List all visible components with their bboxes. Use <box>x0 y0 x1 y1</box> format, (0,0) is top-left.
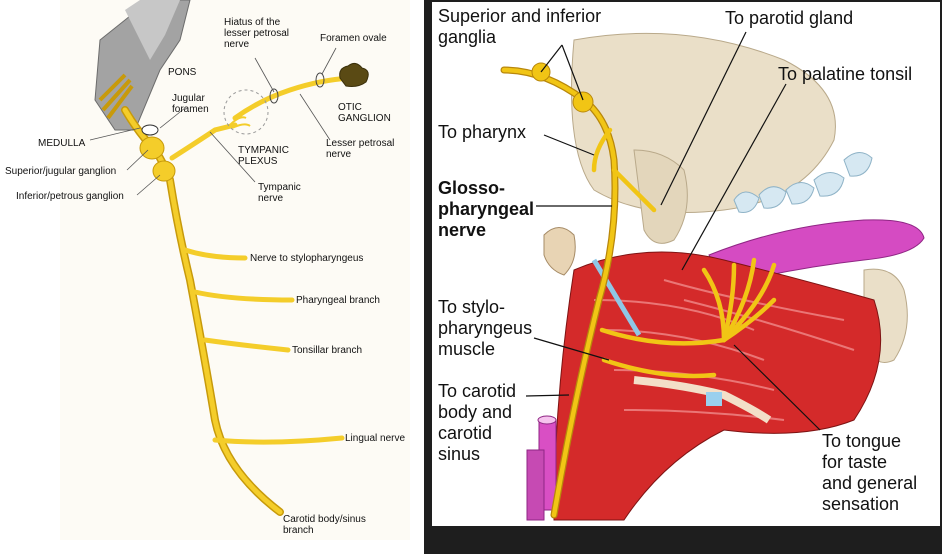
jugular-foramen <box>141 124 159 136</box>
label-to-tongue: To tongue for taste and general sensatio… <box>822 431 918 514</box>
label-tympanic-nerve: Tympanic nerve <box>258 182 301 204</box>
label-to-carotid: To carotid body and carotid sinus <box>438 381 517 464</box>
tympanic-nerve-path <box>169 122 238 161</box>
branch-pharyngeal <box>192 289 295 303</box>
anatomical-panel: Superior and inferior ganglia To parotid… <box>424 0 942 554</box>
label-hiatus: Hiatus of the lesser petrosal nerve <box>224 17 290 50</box>
styloid-process <box>591 258 642 337</box>
label-lingual: Lingual nerve <box>345 433 406 444</box>
label-medulla: MEDULLA <box>38 138 86 149</box>
tympanic-plexus-circle <box>223 89 269 135</box>
branch-tonsillar <box>202 337 291 353</box>
label-foramen-ovale: Foramen ovale <box>320 33 387 44</box>
label-stylopharyngeus: Nerve to stylopharyngeus <box>250 253 364 264</box>
label-tonsillar: Tonsillar branch <box>292 345 363 356</box>
label-to-parotid: To parotid gland <box>725 8 854 28</box>
label-tympanic-plexus: TYMPANIC PLEXUS <box>238 145 289 167</box>
label-pharyngeal: Pharyngeal branch <box>296 295 380 306</box>
branch-lingual <box>212 435 345 445</box>
anatomical-illustration <box>432 2 940 526</box>
ear <box>543 227 576 276</box>
label-otic-ganglion: OTIC GANGLION <box>338 102 391 124</box>
label-lesser-petrosal: Lesser petrosal nerve <box>326 138 395 160</box>
label-to-palatine: To palatine tonsil <box>778 64 913 84</box>
schematic-panel: PONS MEDULLA Jugular foramen Hiatus of t… <box>0 0 424 554</box>
label-jugular-foramen: Jugular foramen <box>172 93 209 115</box>
upper-teeth <box>733 152 873 213</box>
label-to-stylopharyngeus: To stylo- pharyngeus muscle <box>438 297 533 359</box>
lesser-petrosal-path <box>232 75 353 121</box>
label-ganglia: Superior and inferior ganglia <box>438 6 602 47</box>
schematic-diagram <box>0 0 424 554</box>
label-glossopharyngeal: Glosso- pharyngeal nerve <box>438 178 535 240</box>
branch-stylopharyngeus <box>182 247 248 261</box>
label-carotid-branch: Carotid body/sinus branch <box>283 514 366 536</box>
label-inferior-ganglion: Inferior/petrous ganglion <box>16 191 124 202</box>
otic-ganglion <box>339 62 369 87</box>
inferior-ganglion-r <box>572 91 594 113</box>
label-superior-ganglion: Superior/jugular ganglion <box>5 166 117 177</box>
glossopharyngeal-nerve-path <box>501 67 618 518</box>
label-to-pharynx: To pharynx <box>438 122 527 142</box>
nerve-roots <box>98 73 134 120</box>
tongue-surface <box>708 219 925 286</box>
brainstem <box>94 0 191 131</box>
label-pons: PONS <box>168 67 197 78</box>
superior-ganglion <box>139 136 165 160</box>
